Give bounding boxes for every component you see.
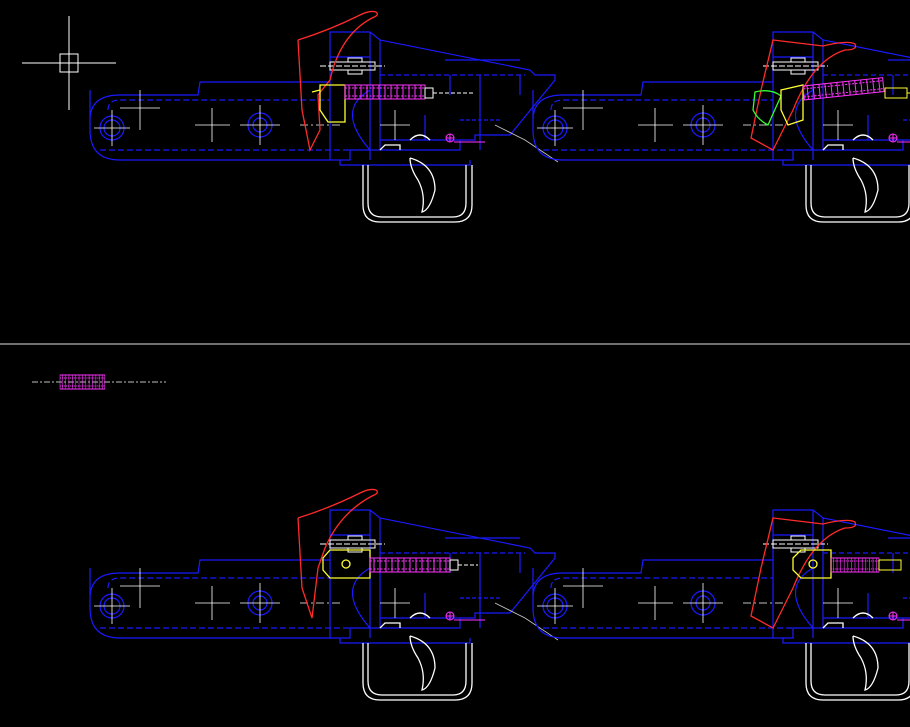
- mechanism-view-3[interactable]: [89, 488, 559, 701]
- mechanism-view-1[interactable]: [89, 10, 559, 223]
- crosshair-cursor-icon: [22, 16, 116, 110]
- mechanism-view-4[interactable]: [532, 509, 910, 701]
- mechanism-view-2[interactable]: [532, 31, 910, 223]
- loose-spring[interactable]: [32, 374, 166, 390]
